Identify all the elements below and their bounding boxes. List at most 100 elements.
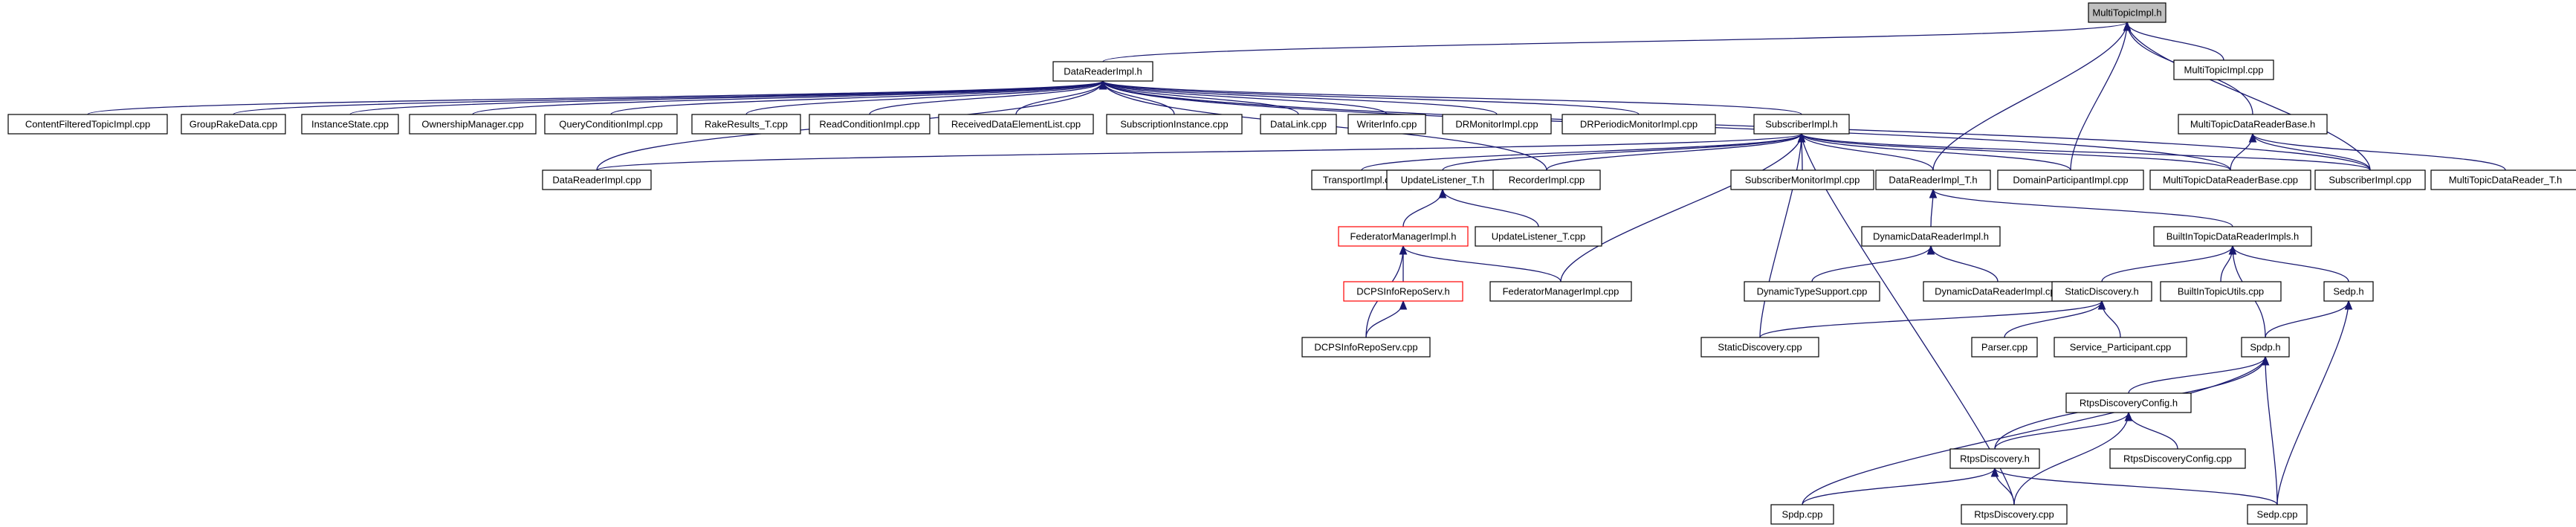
node-dcpsirs_cpp[interactable]: DCPSInfoRepoServ.cpp — [1301, 337, 1431, 358]
node-box — [2430, 169, 2576, 190]
node-qci[interactable]: QueryConditionImpl.cpp — [544, 114, 678, 135]
node-sedp_cpp[interactable]: Sedp.cpp — [2247, 504, 2308, 525]
node-subimpl_h[interactable]: SubscriberImpl.h — [1753, 114, 1850, 135]
node-rci[interactable]: ReadConditionImpl.cpp — [809, 114, 931, 135]
node-dl[interactable]: DataLink.cpp — [1260, 114, 1337, 135]
node-box — [2241, 337, 2290, 358]
edge-arrowhead — [1098, 80, 1107, 90]
edge-fmi_h-to-ult_h — [1402, 188, 1447, 227]
node-subimpl_cpp[interactable]: SubscriberImpl.cpp — [2314, 169, 2426, 190]
node-box — [1961, 504, 2068, 525]
node-rdc_cpp[interactable]: RtpsDiscoveryConfig.cpp — [2109, 448, 2246, 469]
node-sd_h[interactable]: StaticDiscovery.h — [2051, 281, 2152, 302]
node-sd_cpp[interactable]: StaticDiscovery.cpp — [1700, 337, 1819, 358]
node-label: MultiTopicDataReaderBase.h — [2190, 119, 2315, 130]
node-box — [1730, 169, 1874, 190]
node-label: RakeResults_T.cpp — [705, 119, 788, 130]
edges-layer — [87, 21, 2506, 505]
node-label: DCPSInfoRepoServ.h — [1356, 286, 1450, 297]
node-label: BuiltInTopicUtils.cpp — [2178, 286, 2264, 297]
edge-line — [1102, 80, 1498, 115]
node-label: SubscriberImpl.cpp — [2329, 175, 2411, 186]
node-drit_h[interactable]: DataReaderImpl_T.h — [1875, 169, 1991, 190]
node-bitdri_h[interactable]: BuiltInTopicDataReaderImpls.h — [2153, 226, 2312, 247]
node-mtdrb_cpp[interactable]: MultiTopicDataReaderBase.cpp — [2149, 169, 2311, 190]
node-bitu[interactable]: BuiltInTopicUtils.cpp — [2160, 281, 2282, 302]
node-rdel[interactable]: ReceivedDataElementList.cpp — [938, 114, 1094, 135]
node-label: MultiTopicDataReader_T.h — [2449, 175, 2562, 186]
node-spdp_h[interactable]: Spdp.h — [2241, 337, 2290, 358]
node-submi[interactable]: SubscriberMonitorImpl.cpp — [1730, 169, 1874, 190]
node-box — [2173, 59, 2274, 80]
edge-line — [1801, 133, 2231, 171]
node-wi[interactable]: WriterInfo.cpp — [1347, 114, 1426, 135]
node-label: BuiltInTopicDataReaderImpls.h — [2166, 231, 2299, 242]
edge-line — [1102, 80, 1299, 115]
node-rd_h[interactable]: RtpsDiscovery.h — [1949, 448, 2040, 469]
node-drpmi[interactable]: DRPeriodicMonitorImpl.cpp — [1562, 114, 1716, 135]
edge-line — [2126, 22, 2371, 171]
node-box — [1971, 337, 2038, 358]
edge-drpmi-to-dri_h — [1098, 80, 1640, 115]
node-dcpsirs_h[interactable]: DCPSInfoRepoServ.h — [1343, 281, 1463, 302]
node-dpi[interactable]: DomainParticipantImpl.cpp — [1997, 169, 2144, 190]
node-box — [1997, 169, 2144, 190]
edge-mtdrb_cpp-to-subimpl_h — [1797, 132, 2231, 171]
node-grd[interactable]: GroupRakeData.cpp — [181, 114, 286, 135]
node-label: Spdp.h — [2250, 342, 2280, 353]
node-own[interactable]: OwnershipManager.cpp — [409, 114, 537, 135]
edge-line — [2230, 133, 2253, 171]
node-box — [2314, 169, 2426, 190]
edge-rdc_cpp-to-rdc_h — [2124, 411, 2178, 450]
edge-cfti-to-dri_h — [87, 80, 1107, 115]
node-ist[interactable]: InstanceState.cpp — [301, 114, 399, 135]
node-root[interactable]: MultiTopicImpl.h — [2088, 2, 2166, 23]
node-label: DynamicTypeSupport.cpp — [1757, 286, 1868, 297]
node-box — [2088, 2, 2166, 23]
edge-line — [2128, 356, 2266, 394]
node-mtdrt_h[interactable]: MultiTopicDataReader_T.h — [2430, 169, 2576, 190]
node-dts[interactable]: DynamicTypeSupport.cpp — [1744, 281, 1880, 302]
node-mti_cpp[interactable]: MultiTopicImpl.cpp — [2173, 59, 2274, 80]
node-box — [2051, 281, 2152, 302]
node-fmi_cpp[interactable]: FederatorManagerImpl.cpp — [1489, 281, 1632, 302]
node-rrt[interactable]: RakeResults_T.cpp — [691, 114, 801, 135]
node-subi[interactable]: SubscriptionInstance.cpp — [1106, 114, 1243, 135]
node-box — [2149, 169, 2311, 190]
node-label: DRMonitorImpl.cpp — [1455, 119, 1538, 130]
node-rdc_h[interactable]: RtpsDiscoveryConfig.h — [2065, 392, 2192, 413]
node-drmi[interactable]: DRMonitorImpl.cpp — [1442, 114, 1552, 135]
edge-line — [1102, 80, 2371, 171]
edge-sedp_h-to-bitdri_h — [2228, 245, 2349, 282]
edge-ult_cpp-to-ult_h — [1438, 188, 1539, 227]
edge-line — [1932, 22, 2128, 171]
edge-line — [1442, 189, 1539, 227]
node-spdp_cpp[interactable]: Spdp.cpp — [1770, 504, 1834, 525]
node-label: Parser.cpp — [1981, 342, 2028, 353]
node-fmi_h[interactable]: FederatorManagerImpl.h — [1338, 226, 1469, 247]
node-ult_cpp[interactable]: UpdateListener_T.cpp — [1475, 226, 1602, 247]
node-parser[interactable]: Parser.cpp — [1971, 337, 2038, 358]
edge-dpi-to-root — [2070, 21, 2132, 171]
node-box — [2247, 504, 2308, 525]
edge-sd_cpp-to-subimpl_h — [1759, 132, 1806, 338]
node-ult_h[interactable]: UpdateListener_T.h — [1386, 169, 1499, 190]
node-dri_h[interactable]: DataReaderImpl.h — [1052, 61, 1153, 82]
node-reci[interactable]: RecorderImpl.cpp — [1492, 169, 1601, 190]
edge-line — [1994, 468, 2278, 505]
edge-fmi_cpp-to-fmi_h — [1399, 245, 1562, 282]
node-box — [409, 114, 537, 135]
node-cfti[interactable]: ContentFilteredTopicImpl.cpp — [7, 114, 168, 135]
node-box — [809, 114, 931, 135]
node-label: StaticDiscovery.cpp — [1718, 342, 1802, 353]
node-sedp_h[interactable]: Sedp.h — [2323, 281, 2374, 302]
node-svcp[interactable]: Service_Participant.cpp — [2054, 337, 2187, 358]
edge-line — [1546, 133, 1802, 171]
node-ddri_h[interactable]: DynamicDataReaderImpl.h — [1861, 226, 2001, 247]
node-box — [1562, 114, 1716, 135]
node-rd_cpp[interactable]: RtpsDiscovery.cpp — [1961, 504, 2068, 525]
node-ddri_cpp[interactable]: DynamicDataReaderImpl.cpp — [1923, 281, 2073, 302]
node-mtdrb_h[interactable]: MultiTopicDataReaderBase.h — [2178, 114, 2328, 135]
node-dri_cpp[interactable]: DataReaderImpl.cpp — [542, 169, 652, 190]
